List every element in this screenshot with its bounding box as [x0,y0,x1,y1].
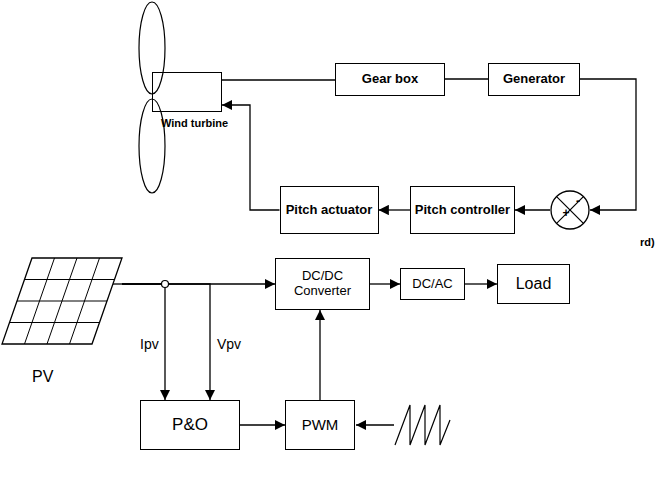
turbine-blade [139,99,165,193]
controller-box: Pitch controller [410,186,515,234]
mppt-box: P&O [140,400,240,450]
summing-junction: +- [550,190,590,230]
node-label: Wind turbine [161,117,228,130]
node-label: PWM [302,416,339,433]
node-label: Load [516,275,552,293]
connector [222,79,335,80]
inverter-box: DC/AC [400,268,465,300]
node-label: P&O [172,415,208,435]
pwm-box: PWM [285,400,355,450]
signal-label: Ipv [139,336,160,352]
connector [580,79,636,210]
node-label: Generator [503,72,565,87]
generator-box: Generator [488,63,580,96]
node-label: Gear box [362,72,418,87]
connector [319,310,320,400]
sign-label: - [576,195,580,209]
cut-label: rd) [640,236,655,248]
actuator-box: Pitch actuator [280,186,379,234]
node-label: Pitch controller [415,203,510,218]
junction-dot [162,281,169,288]
connector [370,283,400,284]
sign-label: + [562,207,569,221]
signal-arrow [356,424,394,425]
pv-panel: PV [2,256,122,346]
node-label: DC/AC [412,277,452,292]
connector [515,209,550,210]
gearbox-box: Gear box [335,63,445,96]
signal-label: Vpv [216,336,242,352]
junction-outline [550,190,590,230]
converter-box: DC/DC Converter [275,258,370,310]
connector [465,283,497,284]
pv-grid [2,256,122,346]
load-box: Load [497,264,570,304]
node-label: DC/DC Converter [276,269,369,299]
node-label: PV [32,368,53,386]
connector [379,209,411,210]
connector [240,424,285,425]
wire [113,283,122,284]
connector [122,284,165,400]
connector [445,78,488,79]
turbine-hub: Wind turbine [152,72,222,112]
sawtooth-signal [395,405,450,445]
connector [222,105,280,210]
node-label: Pitch actuator [286,203,373,218]
connector [122,284,210,400]
